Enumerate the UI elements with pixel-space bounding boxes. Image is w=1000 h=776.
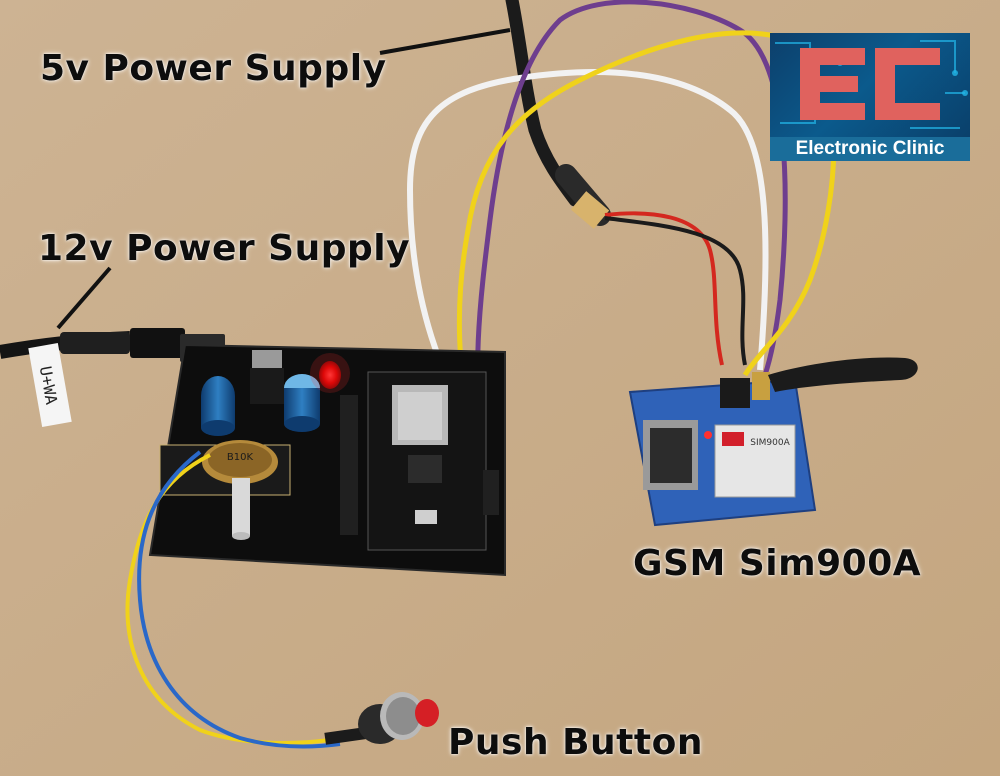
wire-purple xyxy=(475,0,788,466)
gsm-module: SIM900A xyxy=(628,357,918,527)
electronic-clinic-logo: Electronic Clinic xyxy=(770,33,970,161)
svg-text:SIM900A: SIM900A xyxy=(750,438,790,448)
gsm-antenna xyxy=(768,357,918,392)
wire-white xyxy=(406,69,769,462)
logo-text: Electronic Clinic xyxy=(770,137,970,161)
wire-black xyxy=(604,216,747,366)
ec-mark xyxy=(800,48,940,120)
label-gsm-sim900a: GSM Sim900A xyxy=(633,543,922,584)
leader-5v xyxy=(379,28,511,55)
wire-red xyxy=(604,211,724,366)
svg-text:B10K: B10K xyxy=(227,452,254,463)
cable-tag: U+WA xyxy=(28,343,72,427)
wire-blue-button xyxy=(137,450,341,749)
label-5v-power-supply: 5v Power Supply xyxy=(40,48,387,89)
red-led xyxy=(319,361,341,389)
leader-12v xyxy=(56,266,112,330)
label-12v-power-supply: 12v Power Supply xyxy=(38,228,411,269)
wire-yellow xyxy=(456,30,837,461)
label-push-button: Push Button xyxy=(448,722,703,763)
main-pcb: B10K xyxy=(148,343,506,577)
circuit-pattern xyxy=(775,40,968,129)
push-button-photo xyxy=(324,692,439,745)
